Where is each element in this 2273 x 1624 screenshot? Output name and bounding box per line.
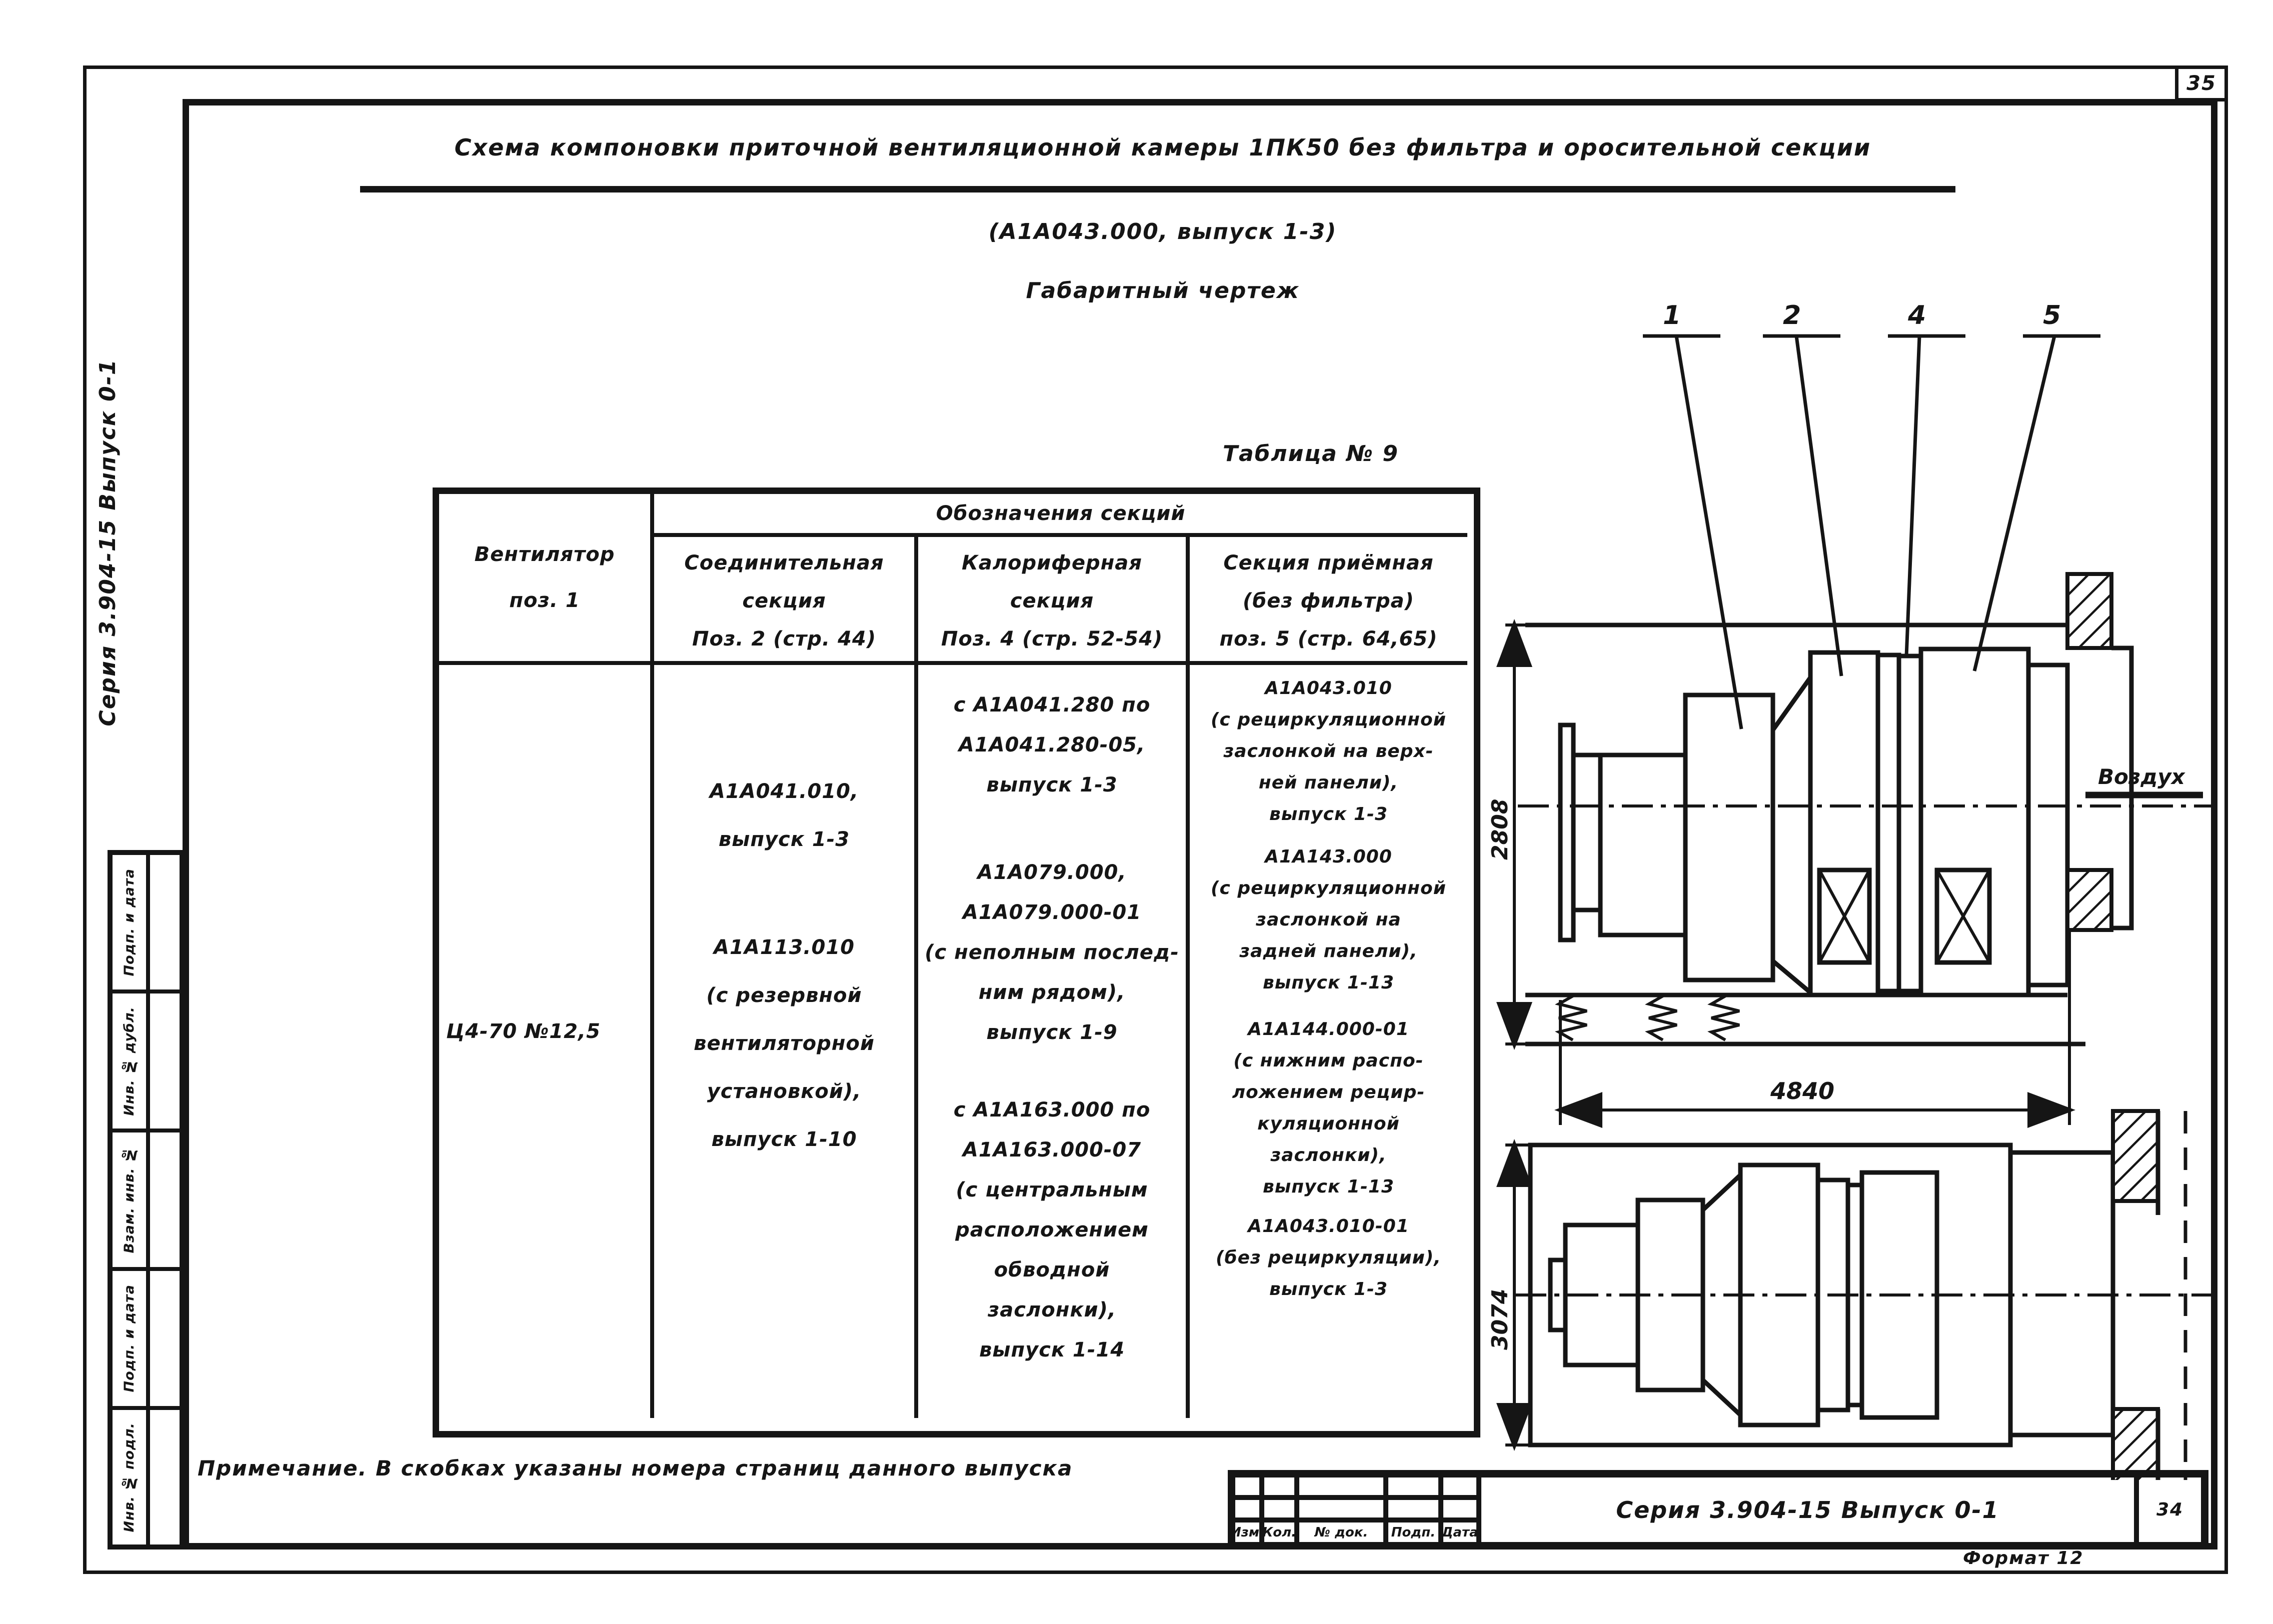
title-block-col-podp: Подп. xyxy=(1386,1520,1441,1544)
top-view: Воздух xyxy=(1518,572,2213,1046)
connecting-entry: А1А041.010, выпуск 1-3 xyxy=(709,780,859,851)
sidebar-stamp-column: Подп. и дата Инв. № дубл. Взам. инв. № П… xyxy=(108,850,186,1550)
stamp-box-vzam-inv: Взам. инв. № xyxy=(111,1130,148,1270)
dimension-height-bottom: 3074 xyxy=(1490,1139,1545,1451)
stamp-box-inv-dubl: Инв. № дубл. xyxy=(111,992,148,1130)
title-block-blank xyxy=(1262,1475,1297,1498)
title-underline xyxy=(360,186,1955,192)
stamp-box-blank xyxy=(148,1269,186,1408)
callout-2: 2 xyxy=(1763,300,1843,676)
title-block-blank xyxy=(1262,1498,1297,1520)
callout-1: 1 xyxy=(1643,300,1743,730)
table-header-connecting: Соединительная секция Поз. 2 (стр. 44) xyxy=(654,537,918,665)
title-block-blank xyxy=(1386,1498,1441,1520)
table-header-heater: Калориферная секция Поз. 4 (стр. 52-54) xyxy=(918,537,1190,665)
fan-model: Ц4-70 №12,5 xyxy=(446,1020,601,1043)
table-header-intake: Секция приёмная (без фильтра) поз. 5 (ст… xyxy=(1190,537,1467,665)
table-cell-heater: с А1А041.280 по А1А041.280-05, выпуск 1-… xyxy=(918,665,1190,1418)
table-cell-fan: Ц4-70 №12,5 xyxy=(439,665,654,1418)
wall-hatch xyxy=(2065,572,2113,650)
stamp-box-inv-podl: Инв. № подл. xyxy=(111,1408,148,1546)
spring xyxy=(1555,994,1587,1042)
intake-entry: А1А043.010 (с рециркуляционной заслонкой… xyxy=(1211,678,1446,824)
note: Примечание. В скобках указаны номера стр… xyxy=(198,1456,1073,1480)
dimension-height-top: 2808 xyxy=(1490,619,1560,1050)
title-block-blank xyxy=(1441,1475,1479,1498)
title-block-blank xyxy=(1233,1475,1262,1498)
spring xyxy=(1645,994,1677,1042)
heater-entry: А1А079.000, А1А079.000-01 (с неполным по… xyxy=(925,861,1179,1044)
svg-text:2808: 2808 xyxy=(1490,799,1513,860)
table-cell-intake: А1А043.010 (с рециркуляционной заслонкой… xyxy=(1190,665,1467,1418)
sidebar-series-label: Серия 3.904-15 Выпуск 0-1 xyxy=(95,358,121,726)
table-caption: Таблица № 9 xyxy=(1223,441,1399,466)
svg-text:3074: 3074 xyxy=(1490,1289,1513,1350)
wall-hatch xyxy=(2111,1109,2160,1203)
wall-hatch xyxy=(2111,1407,2160,1480)
stamp-box-podp-i-data-2: Подп. и дата xyxy=(111,1269,148,1408)
title-block-sheet-number: 34 xyxy=(2136,1475,2203,1544)
svg-text:4: 4 xyxy=(1907,300,1926,330)
intake-entry: А1А043.010-01 (без рециркуляции), выпуск… xyxy=(1216,1216,1441,1300)
title-block-col-izm: Изм. xyxy=(1233,1520,1262,1544)
spring xyxy=(1707,994,1740,1042)
stamp-box-podp-i-data-1: Подп. и дата xyxy=(111,853,148,992)
callout-4: 4 xyxy=(1888,300,1965,656)
format-note: Формат 12 xyxy=(1963,1548,2084,1568)
page-subtitle: (А1А043.000, выпуск 1-3) xyxy=(988,219,1337,244)
svg-text:1: 1 xyxy=(1663,300,1681,330)
title-block-series: Серия 3.904-15 Выпуск 0-1 xyxy=(1479,1475,2136,1544)
intake-entry: А1А144.000-01 (с нижним распо- ложением … xyxy=(1232,1019,1425,1197)
title-block-col-ndok: № док. xyxy=(1297,1520,1386,1544)
intake-entry: А1А143.000 (с рециркуляционной заслонкой… xyxy=(1211,846,1446,993)
title-block-blank xyxy=(1297,1498,1386,1520)
stamp-box-blank xyxy=(148,853,186,992)
sections-table: Вентилятор поз. 1 Обозначения секций Сое… xyxy=(433,488,1480,1438)
dimension-length: 4840 xyxy=(1554,930,2075,1128)
damper-box xyxy=(1934,868,1992,965)
title-block-blank xyxy=(1441,1498,1479,1520)
heater-entry: с А1А041.280 по А1А041.280-05, выпуск 1-… xyxy=(953,694,1151,796)
air-flow-label: Воздух xyxy=(2098,764,2186,789)
svg-text:4840: 4840 xyxy=(1770,1078,1834,1104)
corner-sheet-number: 35 xyxy=(2186,72,2216,95)
table-cell-connecting: А1А041.010, выпуск 1-3 А1А113.010 (с рез… xyxy=(654,665,918,1418)
wall-hatch xyxy=(2065,868,2113,932)
table-header-fan: Вентилятор поз. 1 xyxy=(439,494,654,665)
drawing-type-label: Габаритный чертеж xyxy=(1026,278,1300,304)
title-block: Изм. Кол. № док. Подп. Дата Серия 3.904-… xyxy=(1228,1470,2208,1550)
title-block-blank xyxy=(1386,1475,1441,1498)
svg-text:5: 5 xyxy=(2043,300,2061,330)
svg-text:2: 2 xyxy=(1783,300,1801,330)
stamp-box-blank xyxy=(148,1130,186,1270)
table-group-header: Обозначения секций xyxy=(654,494,1467,537)
corner-sheet-number-box: 35 xyxy=(2175,66,2228,102)
damper-box xyxy=(1817,868,1872,965)
page-title: Схема компоновки приточной вентиляционно… xyxy=(454,134,1871,161)
title-block-col-kol: Кол. xyxy=(1262,1520,1297,1544)
dimension-drawing: 1 2 4 5 xyxy=(1490,300,2213,1480)
heater-entry: с А1А163.000 по А1А163.000-07 (с централ… xyxy=(953,1098,1151,1362)
title-block-blank xyxy=(1297,1475,1386,1498)
outer-border xyxy=(83,66,2228,1574)
title-block-col-data: Дата xyxy=(1441,1520,1479,1544)
title-block-blank xyxy=(1233,1498,1262,1520)
bottom-view xyxy=(1515,1109,2213,1480)
callout-5: 5 xyxy=(1972,300,2100,672)
connecting-entry: А1А113.010 (с резервной вентиляторной ус… xyxy=(694,936,875,1151)
stamp-box-blank xyxy=(148,1408,186,1546)
stamp-box-blank xyxy=(148,992,186,1130)
